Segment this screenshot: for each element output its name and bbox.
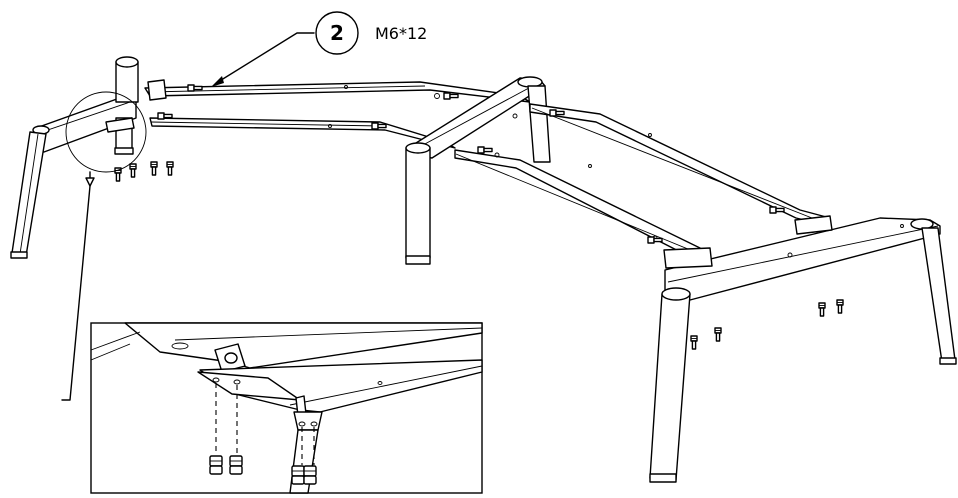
- step-number: 2: [330, 21, 344, 45]
- right-rail-lower: [454, 149, 711, 263]
- bracket: [663, 247, 713, 269]
- desk-frame: [10, 56, 957, 483]
- bracket: [147, 79, 167, 101]
- detail-inset: [90, 322, 483, 494]
- back-rail-upper: [144, 81, 531, 103]
- right-rail-upper: [529, 103, 831, 227]
- bracket: [794, 215, 833, 235]
- left-rear-leg: [115, 61, 139, 103]
- detail-marker: [61, 91, 147, 401]
- callout-step: 2 M6*12: [211, 11, 427, 87]
- left-end-support: [10, 56, 139, 259]
- callout-leader-line: [217, 32, 315, 83]
- center-support: [405, 76, 551, 265]
- detail-leader-line: [61, 185, 91, 401]
- callout-arrowhead: [211, 76, 224, 87]
- bolt-spec-label: M6*12: [375, 24, 427, 43]
- right-front-leg: [649, 293, 691, 481]
- bracket: [105, 117, 135, 133]
- right-end-support: [649, 217, 957, 483]
- right-rear-leg: [921, 227, 956, 363]
- back-rail-lower: [149, 117, 456, 149]
- center-leg: [405, 147, 431, 259]
- detail-circle: [65, 91, 147, 173]
- step-circle: [315, 11, 359, 55]
